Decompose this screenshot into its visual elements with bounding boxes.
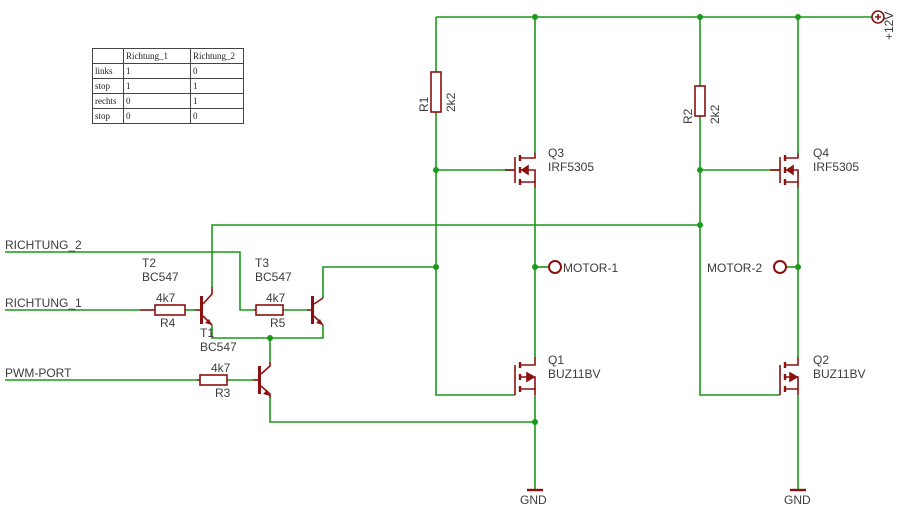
q4-value: IRF5305 (813, 160, 859, 174)
r5-value: 4k7 (266, 291, 286, 305)
r4-name: R4 (160, 316, 176, 330)
table-row: stop 1 1 (92, 78, 244, 94)
resistor-r5 (254, 304, 284, 316)
table-header-row: Richtung_1 Richtung_2 (92, 48, 244, 64)
t2-name: T2 (142, 256, 156, 270)
supply-symbol (871, 10, 885, 24)
resistor-r3 (197, 374, 228, 386)
q3-name: Q3 (548, 146, 564, 160)
r3-value: 4k7 (211, 361, 231, 375)
q4-name: Q4 (813, 146, 829, 160)
motor-1-label: MOTOR-1 (563, 261, 618, 275)
q1-name: Q1 (548, 353, 564, 367)
table-cell: 0 (190, 108, 244, 124)
r4-value: 4k7 (156, 291, 176, 305)
r1-name: R1 (417, 96, 431, 112)
motor-1-pad (548, 260, 562, 274)
resistor-r1 (430, 71, 442, 113)
t1-name: T1 (200, 326, 214, 340)
pwm-port-label: PWM-PORT (5, 366, 72, 380)
q2-value: BUZ11BV (813, 367, 865, 381)
mosfet-q3 (505, 153, 536, 188)
richtung-1-label: RICHTUNG_1 (5, 296, 82, 310)
junction-dots (267, 14, 801, 425)
r2-value: 2k2 (708, 104, 722, 124)
t2-value: BC547 (142, 270, 179, 284)
q2-name: Q2 (813, 353, 829, 367)
richtung-2-label: RICHTUNG_2 (5, 238, 82, 252)
q3-value: IRF5305 (548, 160, 594, 174)
r3-name: R3 (215, 386, 231, 400)
q1-value: BUZ11BV (548, 367, 600, 381)
wires (5, 16, 872, 490)
mosfet-q1 (514, 357, 536, 395)
transistor-t2 (195, 287, 213, 326)
r1-value: 2k2 (444, 92, 458, 112)
mosfet-q2 (779, 357, 799, 395)
gnd-label-1: GND (520, 493, 547, 507)
resistor-r4 (140, 304, 186, 316)
table-cell: 0 (190, 63, 244, 79)
motor-2-pad (773, 260, 787, 274)
transistor-t3 (307, 296, 324, 326)
table-row: stop 0 0 (92, 108, 244, 124)
r5-name: R5 (270, 316, 286, 330)
r2-name: R2 (681, 108, 695, 124)
t3-value: BC547 (255, 270, 292, 284)
mosfet-q4 (770, 153, 799, 188)
t1-value: BC547 (200, 340, 237, 354)
resistor-r2 (694, 85, 706, 117)
gnd-label-2: GND (784, 493, 811, 507)
transistor-t1 (253, 362, 271, 398)
truth-table: Richtung_1 Richtung_2 links 1 0 stop 1 1… (92, 48, 244, 124)
supply-label: +12V (882, 12, 896, 40)
t3-name: T3 (255, 256, 269, 270)
motor-2-label: MOTOR-2 (707, 261, 762, 275)
